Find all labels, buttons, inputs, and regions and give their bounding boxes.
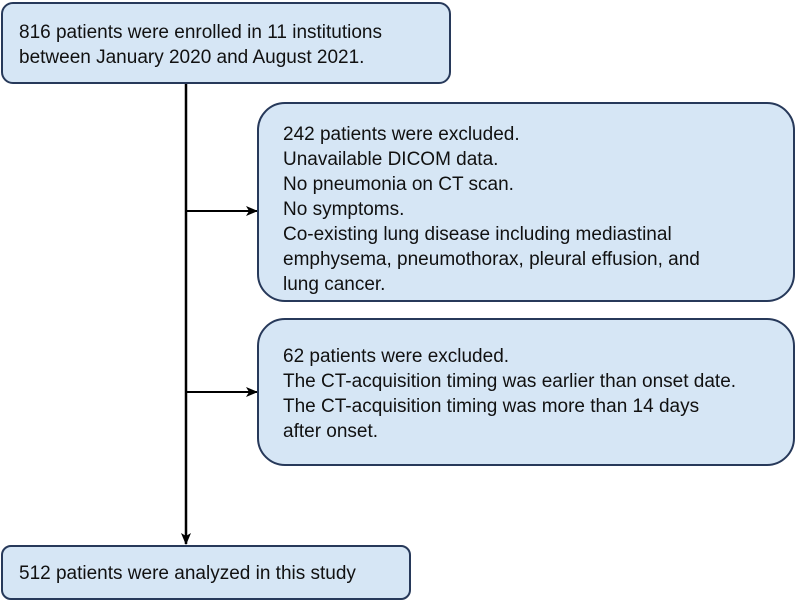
analyzed-box: 512 patients were analyzed in this study bbox=[1, 545, 411, 600]
exclusion-1-line: No pneumonia on CT scan. bbox=[283, 174, 514, 195]
exclusion-1-box: 242 patients were excluded. Unavailable … bbox=[257, 102, 795, 302]
exclusion-2-line: after onset. bbox=[283, 421, 379, 442]
exclusion-1-line: 242 patients were excluded. bbox=[283, 124, 520, 145]
exclusion-2-box: 62 patients were excluded. The CT-acquis… bbox=[257, 318, 795, 466]
exclusion-1-line: No symptoms. bbox=[283, 199, 405, 220]
exclusion-2-line: The CT-acquisition timing was more than … bbox=[283, 396, 700, 417]
exclusion-1-line: Unavailable DICOM data. bbox=[283, 149, 499, 170]
enrolled-box: 816 patients were enrolled in 11 institu… bbox=[1, 2, 451, 84]
exclusion-1-line: lung cancer. bbox=[283, 274, 386, 295]
exclusion-2-line: The CT-acquisition timing was earlier th… bbox=[283, 371, 737, 392]
exclusion-1-line: emphysema, pneumothorax, pleural effusio… bbox=[283, 249, 700, 270]
analyzed-line: 512 patients were analyzed in this study bbox=[19, 563, 356, 584]
exclusion-1-line: Co-existing lung disease including media… bbox=[283, 224, 672, 245]
enrolled-line: between January 2020 and August 2021. bbox=[19, 47, 365, 68]
enrolled-line: 816 patients were enrolled in 11 institu… bbox=[19, 22, 382, 43]
exclusion-2-line: 62 patients were excluded. bbox=[283, 346, 510, 367]
